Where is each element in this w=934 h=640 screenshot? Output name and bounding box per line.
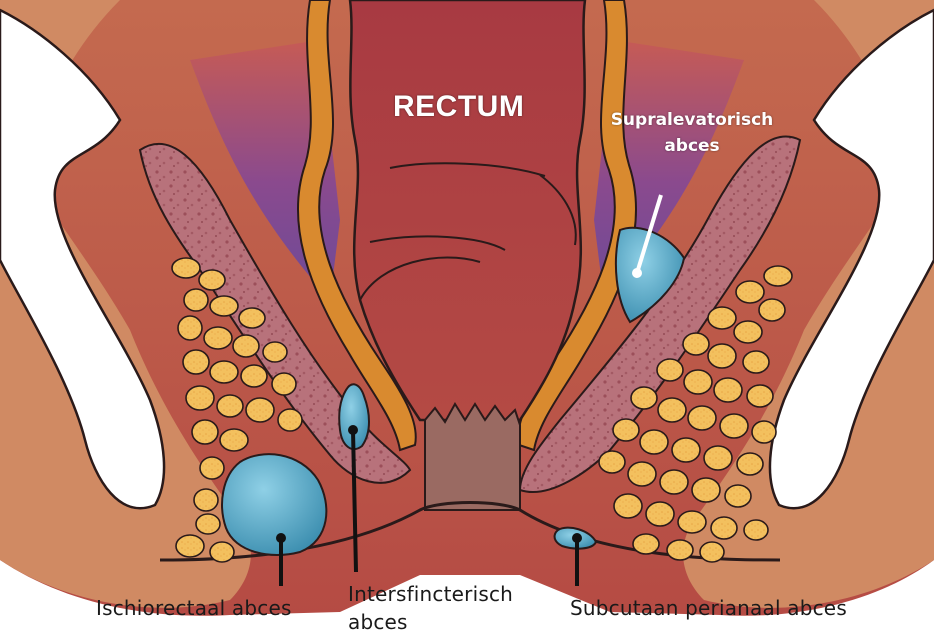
label-subcutaneous: Subcutaan perianaal abces	[570, 596, 847, 620]
anal-canal	[425, 404, 520, 510]
rectum	[350, 0, 585, 420]
label-supralevator-line1: Supralevatorisch	[602, 107, 782, 133]
label-supralevator-line2: abces	[602, 133, 782, 159]
label-intersphincteric: Intersfincterisch abces	[348, 580, 513, 636]
rectum-title: RECTUM	[393, 90, 524, 124]
label-intersphincteric-line2: abces	[348, 608, 513, 636]
label-ischiorectal: Ischiorectaal abces	[96, 596, 292, 620]
label-supralevator: Supralevatorisch abces	[602, 107, 782, 159]
label-intersphincteric-line1: Intersfincterisch	[348, 580, 513, 608]
